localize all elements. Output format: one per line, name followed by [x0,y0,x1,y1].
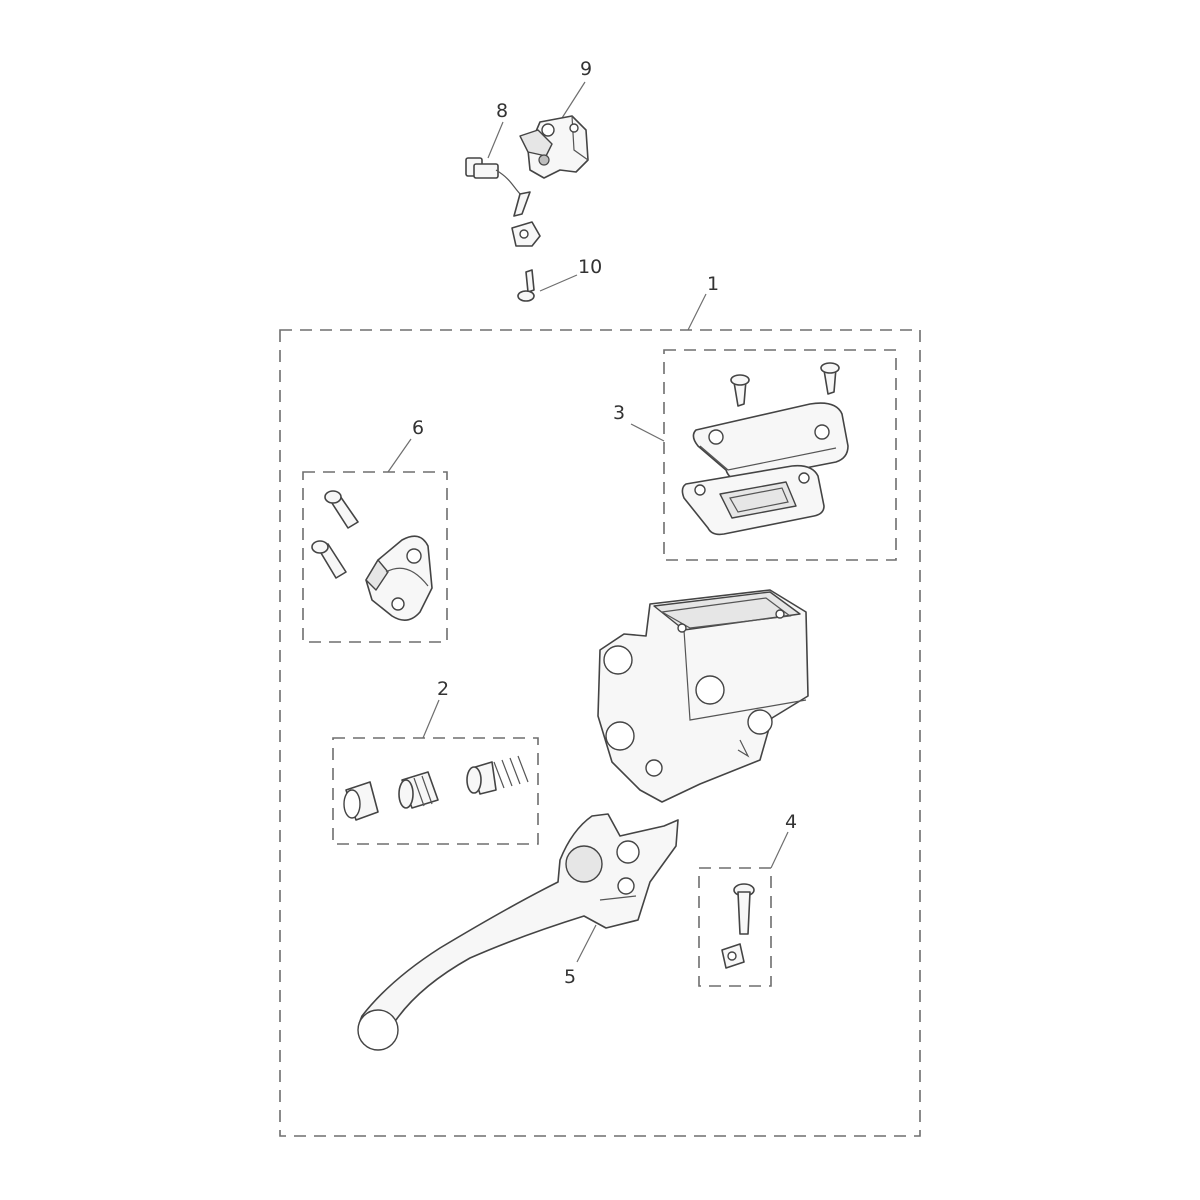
callout-3: 3 [613,402,625,424]
kit-box-6 [302,471,448,643]
callout-6: 6 [412,417,424,439]
callout-1: 1 [707,273,719,295]
callout-8: 8 [496,100,508,122]
kit-box-4 [698,867,772,987]
leader-lines [387,81,789,963]
callout-9: 9 [580,58,592,80]
kit-box-2 [332,737,539,845]
part-2-piston-kit [343,755,529,821]
part-5-brake-lever [357,813,679,1051]
callout-4: 4 [785,811,797,833]
part-4-pivot-bolt-kit [721,883,755,969]
part-8-brake-switch [465,157,541,247]
part-9-switch-housing [519,115,589,179]
callout-10: 10 [578,256,602,278]
callout-2: 2 [437,678,449,700]
callout-5: 5 [564,966,576,988]
assembly-box-1 [279,329,921,1137]
part-3-reservoir-cap-kit [681,362,849,536]
part-6-clamp-kit [311,490,433,621]
master-cylinder-body [597,589,809,803]
part-10-screw [517,269,535,302]
